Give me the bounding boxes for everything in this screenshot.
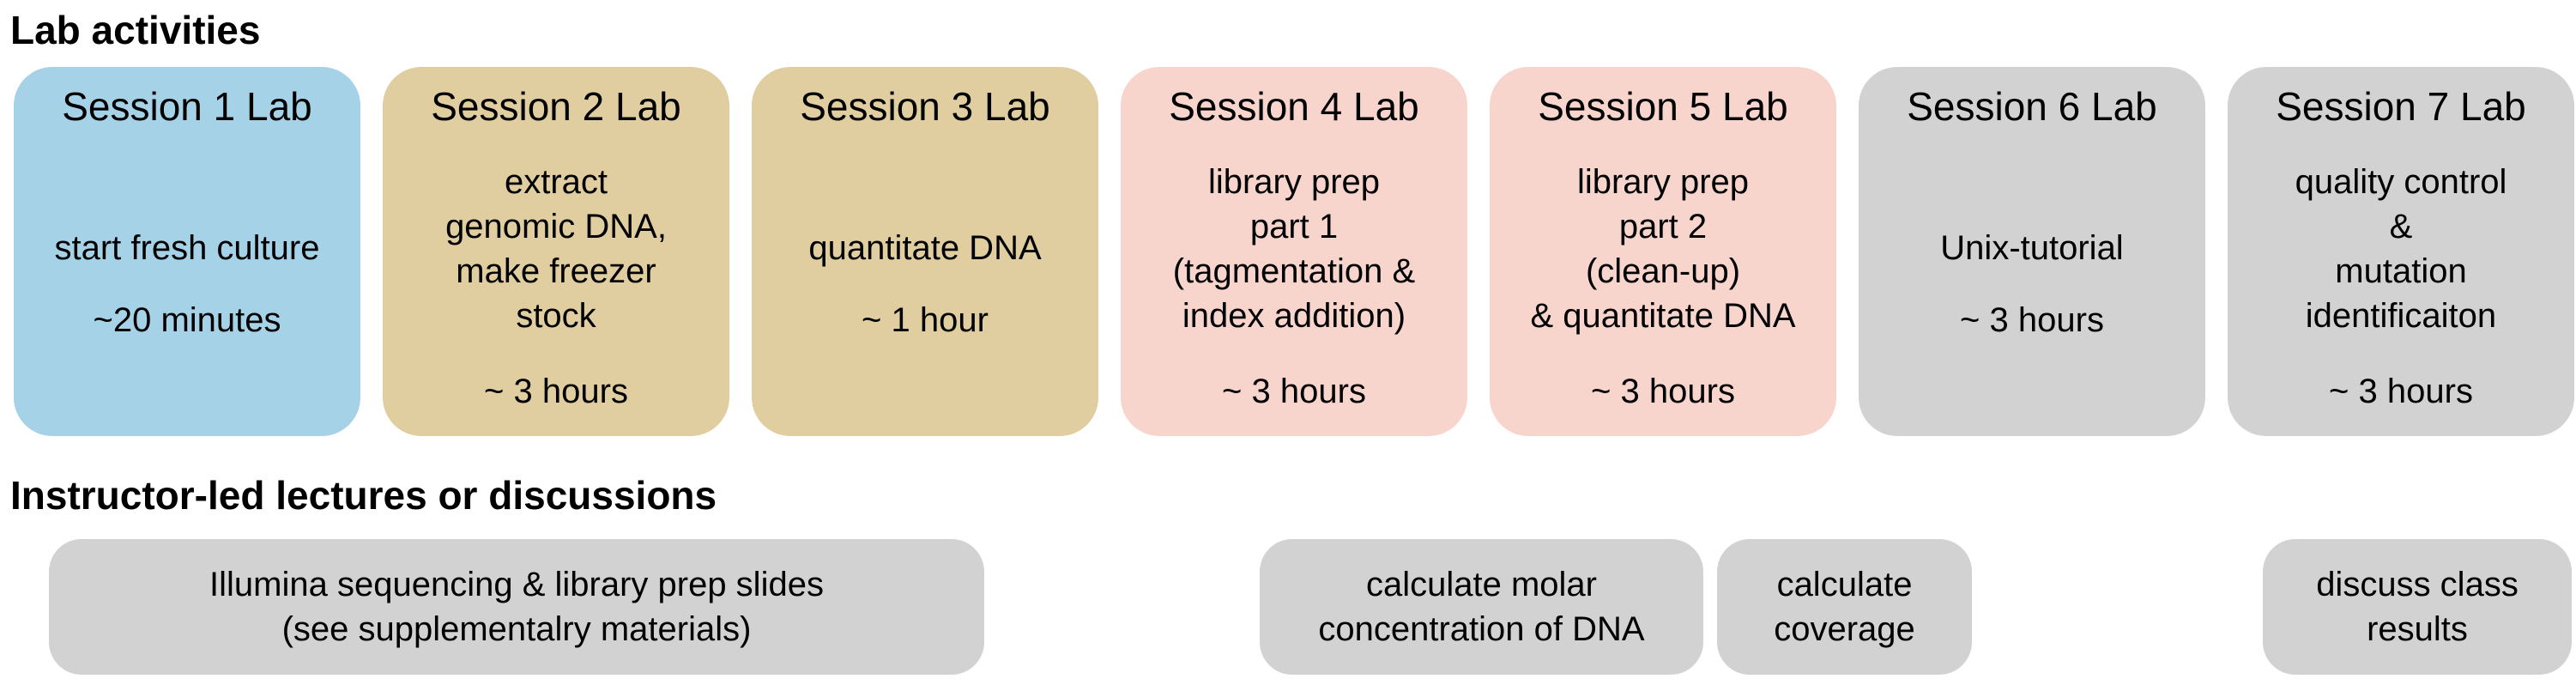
- lecture-line: discuss class: [2316, 566, 2519, 603]
- session-description: start fresh culture: [54, 226, 319, 270]
- session-desc-line: Unix-tutorial: [1940, 228, 2124, 267]
- session-desc-line: mutation: [2335, 252, 2467, 290]
- session-title: Session 2 Lab: [431, 84, 681, 129]
- session-duration: ~ 3 hours: [1222, 373, 1366, 410]
- session-description: library prep part 2 (clean-up) & quantitate…: [1530, 160, 1795, 338]
- session-title: Session 1 Lab: [62, 84, 312, 129]
- session-title: Session 6 Lab: [1907, 84, 2157, 129]
- session-desc-line: &: [2389, 207, 2413, 246]
- session-desc-line: (clean-up): [1585, 252, 1741, 290]
- lecture-box-4: discuss class results: [2263, 539, 2572, 675]
- session-desc-line: quantitate DNA: [808, 228, 1042, 267]
- session-description: quantitate DNA: [808, 226, 1041, 270]
- session-desc-line: extract: [504, 162, 608, 201]
- lecture-line: Illumina sequencing & library prep slide…: [209, 566, 824, 603]
- session-body: library prep part 2 (clean-up) & quantitate…: [1490, 132, 1836, 437]
- lecture-line: calculate: [1776, 566, 1913, 603]
- session-body: Unix-tutorial ~ 3 hours: [1859, 132, 2205, 437]
- session-body: start fresh culture ~20 minutes: [14, 132, 360, 437]
- session-desc-line: start fresh culture: [54, 228, 320, 267]
- session-duration: ~ 1 hour: [862, 300, 989, 339]
- session-box-7: Session 7 Lab quality control & mutation ide…: [2228, 67, 2574, 436]
- session-description: library prep part 1 (tagmentation & index a…: [1173, 160, 1415, 338]
- session-title: Session 4 Lab: [1169, 84, 1419, 129]
- session-title: Session 7 Lab: [2276, 84, 2526, 129]
- lecture-box-3: calculate coverage: [1717, 539, 1972, 675]
- session-desc-line: genomic DNA,: [445, 207, 667, 246]
- session-body: extract genomic DNA, make freezer stock ~ 3 …: [383, 132, 729, 437]
- session-desc-line: stock: [516, 296, 596, 335]
- session-description: quality control & mutation identificaiton: [2295, 160, 2507, 338]
- session-duration: ~ 3 hours: [1960, 300, 2104, 339]
- session-desc-line: & quantitate DNA: [1530, 296, 1796, 335]
- session-box-1: Session 1 Lab start fresh culture ~20 minu…: [14, 67, 360, 436]
- session-desc-line: part 2: [1618, 207, 1708, 246]
- session-body: library prep part 1 (tagmentation & index a…: [1121, 132, 1467, 437]
- session-desc-line: make freezer: [456, 252, 656, 290]
- lecture-line: coverage: [1774, 610, 1915, 648]
- session-box-2: Session 2 Lab extract genomic DNA, make fre…: [383, 67, 729, 436]
- session-body: quantitate DNA ~ 1 hour: [752, 132, 1098, 437]
- session-box-5: Session 5 Lab library prep part 2 (clean-up…: [1490, 67, 1836, 436]
- lecture-line: concentration of DNA: [1318, 610, 1645, 648]
- session-duration: ~ 3 hours: [1591, 373, 1735, 410]
- session-desc-line: library prep: [1576, 162, 1750, 201]
- session-desc-line: library prep: [1207, 162, 1381, 201]
- lecture-line: results: [2367, 610, 2468, 648]
- lab-activities-heading: Lab activities: [10, 8, 261, 52]
- lecture-line: calculate molar: [1365, 566, 1597, 603]
- session-description: Unix-tutorial: [1940, 226, 2123, 270]
- session-duration: ~20 minutes: [93, 300, 281, 339]
- session-box-3: Session 3 Lab quantitate DNA ~ 1 hour: [752, 67, 1098, 436]
- lecture-line: (see supplementalry materials): [281, 610, 752, 648]
- session-duration: ~ 3 hours: [2329, 373, 2473, 410]
- session-description: extract genomic DNA, make freezer stock: [445, 160, 667, 338]
- session-box-4: Session 4 Lab library prep part 1 (tagmenta…: [1121, 67, 1467, 436]
- session-duration: ~ 3 hours: [484, 373, 628, 410]
- session-body: quality control & mutation identificaiton ~ …: [2228, 132, 2574, 437]
- lecture-box-1: Illumina sequencing & library prep slide…: [49, 539, 984, 675]
- lecture-box-2: calculate molar concentration of DNA: [1260, 539, 1703, 675]
- session-desc-line: (tagmentation &: [1172, 252, 1416, 290]
- session-desc-line: identificaiton: [2305, 296, 2497, 335]
- session-title: Session 3 Lab: [800, 84, 1050, 129]
- lectures-heading: Instructor-led lectures or discussions: [10, 473, 717, 518]
- session-title: Session 5 Lab: [1538, 84, 1788, 129]
- session-desc-line: index addition): [1182, 296, 1406, 335]
- session-desc-line: part 1: [1249, 207, 1339, 246]
- session-desc-line: quality control: [2295, 162, 2507, 201]
